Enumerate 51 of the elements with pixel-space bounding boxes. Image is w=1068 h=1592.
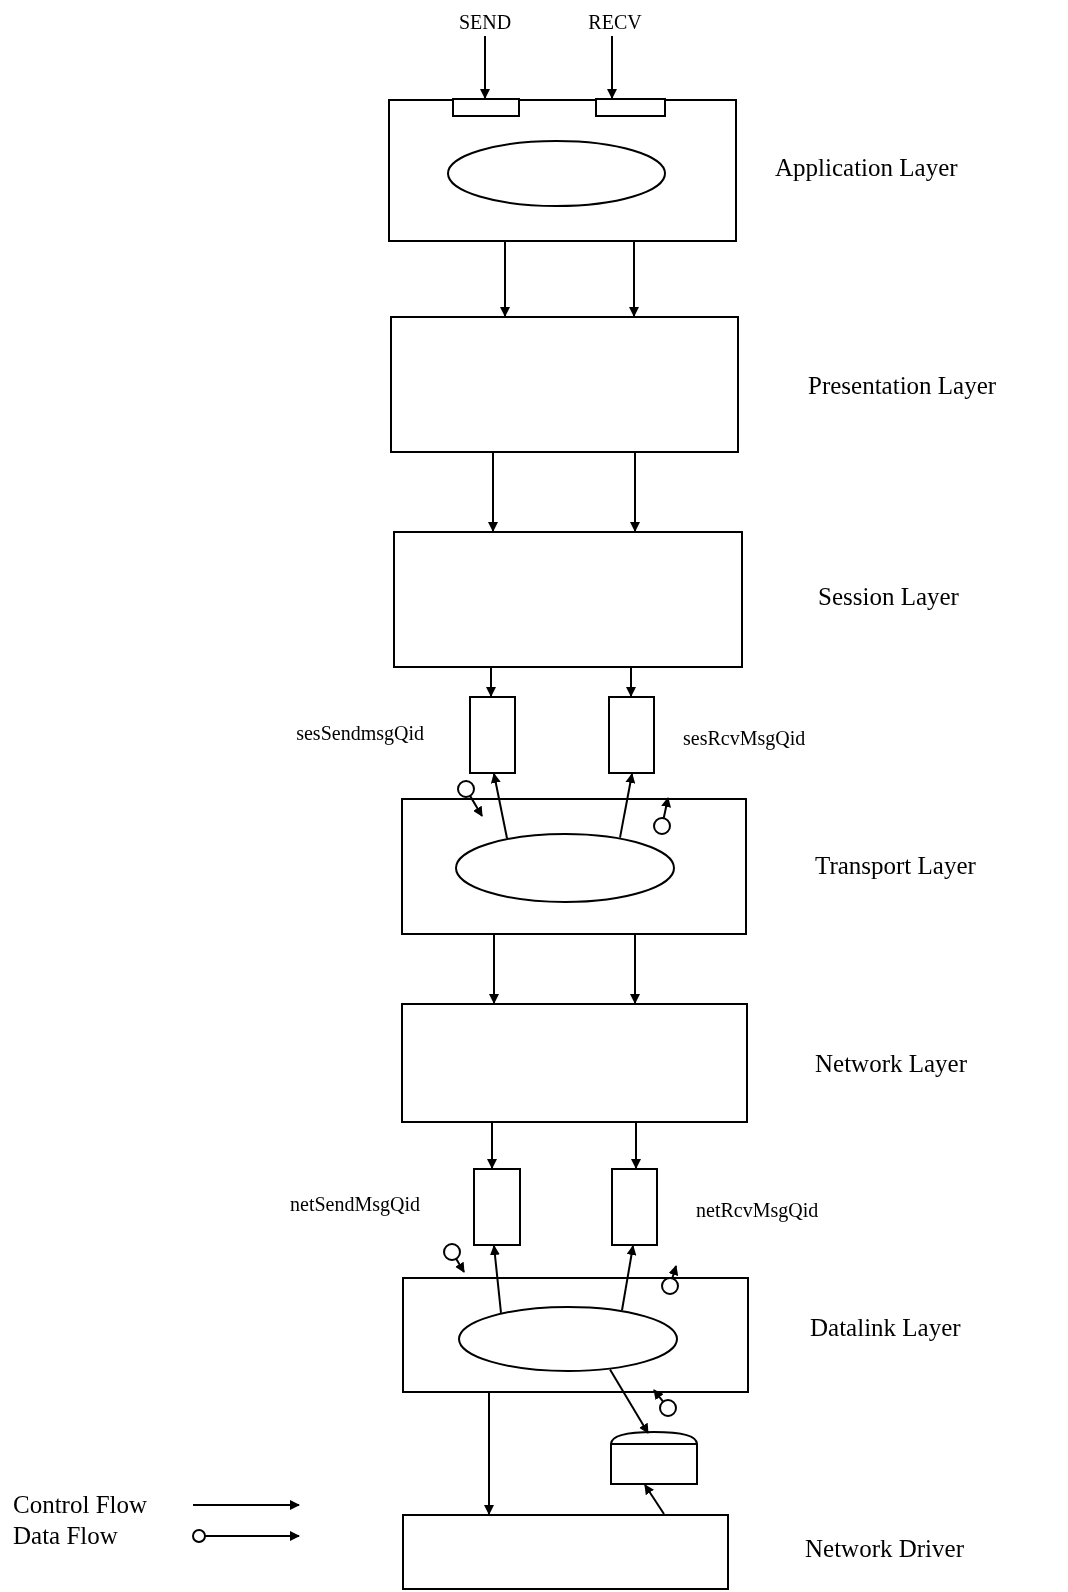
arrow — [626, 667, 636, 697]
layer-label: Session Layer — [818, 584, 959, 609]
layer-box — [393, 531, 743, 668]
arrow — [630, 934, 640, 1004]
process-ellipse — [447, 140, 666, 207]
legend-label: Data Flow — [13, 1523, 119, 1548]
layer-box — [452, 98, 520, 117]
arrow — [486, 667, 496, 697]
layer-box — [608, 696, 655, 774]
arrow — [484, 1392, 494, 1515]
layer-box — [402, 1277, 749, 1393]
layer-box — [611, 1168, 658, 1246]
flow-label: SEND — [440, 8, 530, 36]
layer-box — [469, 696, 516, 774]
layer-box — [402, 1514, 729, 1590]
arrow — [487, 1122, 497, 1169]
arrow — [488, 452, 498, 532]
layer-label: Presentation Layer — [808, 373, 997, 398]
flow-label: RECV — [570, 8, 660, 36]
layer-box — [595, 98, 666, 117]
layer-box — [401, 798, 747, 935]
layer-label: sesRcvMsgQid — [683, 728, 806, 748]
process-ellipse — [455, 833, 675, 903]
layer-label: Network Driver — [805, 1536, 964, 1561]
layer-box — [401, 1003, 748, 1123]
layer-label: sesSendmsgQid — [296, 723, 424, 743]
layer-box — [390, 316, 739, 453]
layer-box — [388, 99, 737, 242]
layer-label: Application Layer — [775, 155, 958, 180]
arrow — [629, 241, 639, 317]
layer-box — [473, 1168, 521, 1246]
arrow — [489, 1245, 502, 1314]
arrow — [490, 773, 508, 840]
arrow — [631, 1122, 641, 1169]
layer-label: netSendMsgQid — [290, 1194, 420, 1214]
arrow — [630, 452, 640, 532]
layer-label: Network Layer — [815, 1051, 967, 1076]
arrow — [489, 934, 499, 1004]
arrow — [609, 1368, 649, 1434]
layer-label: netRcvMsgQid — [696, 1200, 819, 1220]
layer-label: Transport Layer — [815, 853, 976, 878]
arrow — [621, 1245, 637, 1312]
arrow — [480, 35, 490, 99]
layer-label: Datalink Layer — [810, 1315, 961, 1340]
buffer-cylinder — [610, 1430, 698, 1485]
arrow — [644, 1484, 665, 1515]
process-ellipse — [458, 1306, 678, 1372]
legend-label: Control Flow — [13, 1492, 149, 1517]
arrow — [619, 773, 636, 839]
arrow — [607, 35, 617, 99]
arrow — [500, 241, 510, 317]
